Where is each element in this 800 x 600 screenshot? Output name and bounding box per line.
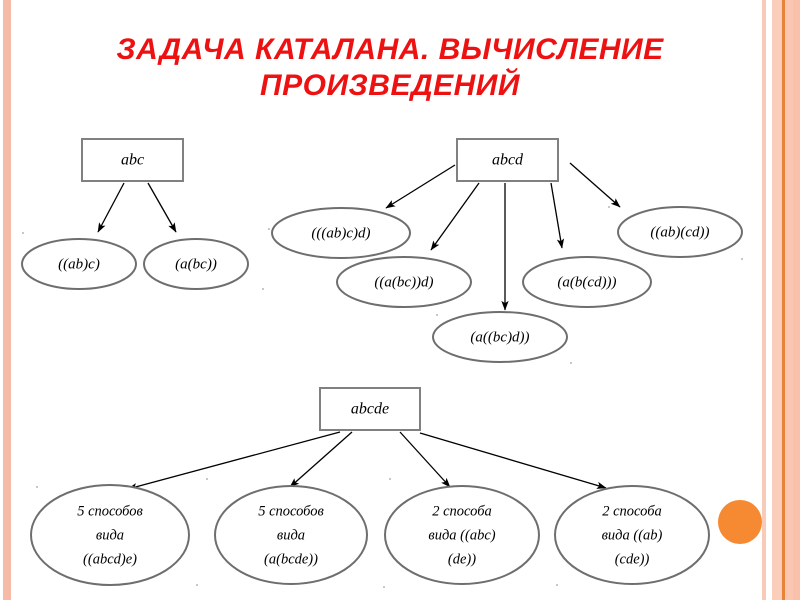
edge-abcde-to-child-3 [419,432,607,489]
node-abcde-child-2[interactable] [384,485,540,585]
node-abcde-child-1-line-2: (a(bcde)) [264,551,318,567]
scan-speck [196,584,198,586]
scan-speck [206,478,208,480]
edge-abcd-to-child-0 [385,164,456,209]
group-abcd: abcd (((ab)c)d) ((a(bc))d) (a((bc)d)) (a… [271,138,743,363]
group-abcde: abcde 5 способов вида ((abcd)e) 5 способ… [30,387,710,586]
node-abcde-child-0-line-1: вида [96,527,124,543]
scan-speck [436,314,438,316]
edge-abc-to-child-0 [97,182,125,233]
right-edge-stripe-3 [782,0,785,600]
node-abcd-root[interactable] [456,138,559,182]
node-abcde-child-2-line-2: (de)) [448,551,476,567]
scan-speck [268,228,270,230]
node-abcd-child-2-label: (a((bc)d)) [470,329,529,345]
node-abcde-child-3[interactable] [554,485,710,585]
node-abcde-root[interactable] [319,387,421,431]
node-abcd-child-4[interactable] [617,206,743,258]
edge-abcde-to-child-0 [127,431,341,491]
node-abcde-child-1-line-0: 5 способов [258,503,324,519]
node-abc-root-label: abc [121,152,144,169]
edge-abcde-to-child-2 [399,431,451,488]
node-abcd-child-0-label: (((ab)c)d) [311,225,370,241]
node-abcde-child-0[interactable] [30,484,190,586]
right-edge-stripe-4 [785,0,793,600]
scan-speck [608,206,610,208]
edge-abcd-to-child-1 [430,182,480,251]
scan-speck [383,586,385,588]
node-abcde-child-0-line-2: ((abcd)e) [83,551,137,567]
scan-speck [389,478,391,480]
node-abcde-child-1[interactable] [214,485,368,585]
page-title: ЗАДАЧА КАТАЛАНА. ВЫЧИСЛЕНИЕ ПРОИЗВЕДЕНИЙ [116,33,664,102]
node-abc-child-0-label: ((ab)c) [58,256,100,272]
node-abcde-child-1-line-1: вида [277,527,305,543]
group-abc: abc ((ab)c) (a(bc)) [21,138,249,290]
node-abc-child-0[interactable] [21,238,137,290]
node-abcd-root-label: abcd [492,152,524,169]
node-abcde-child-2-line-1: вида ((abc) [428,527,495,543]
edge-abc-to-child-1 [147,182,177,233]
node-abcd-child-1-label: ((a(bc))d) [374,274,433,290]
node-abcd-child-3-label: (a(b(cd))) [557,274,616,290]
node-abc-child-1[interactable] [143,238,249,290]
left-edge-stripe [3,0,11,600]
node-abcd-child-3[interactable] [522,256,652,308]
node-abcd-child-4-label: ((ab)(cd)) [650,224,709,240]
node-abc-root[interactable] [81,138,184,182]
right-edge-stripe-5 [793,0,800,600]
right-edge-stripe-1 [762,0,766,600]
node-abcde-child-2-line-0: 2 способа [432,503,492,519]
scan-speck [570,362,572,364]
node-abcd-child-2[interactable] [432,311,568,363]
orange-accent-dot [718,500,762,544]
node-abcde-child-3-line-2: (cde)) [615,551,650,567]
scan-speck [262,288,264,290]
scan-speck [556,584,558,586]
scan-speck [22,232,24,234]
node-abcde-child-0-line-0: 5 способов [77,503,143,519]
node-abcde-root-label: abcde [351,401,389,418]
node-abc-child-1-label: (a(bc)) [175,256,217,272]
node-abcde-child-3-line-0: 2 способа [602,503,662,519]
edge-abcd-to-child-3 [550,182,565,249]
scan-speck [741,258,743,260]
node-abcde-child-3-line-1: вида ((ab) [602,527,663,543]
node-abcd-child-0[interactable] [271,207,411,259]
edge-abcd-to-child-4 [569,162,621,208]
node-abcd-child-1[interactable] [336,256,472,308]
scan-speck [36,486,38,488]
edge-abcde-to-child-1 [289,431,353,488]
right-edge-stripe-2 [772,0,782,600]
